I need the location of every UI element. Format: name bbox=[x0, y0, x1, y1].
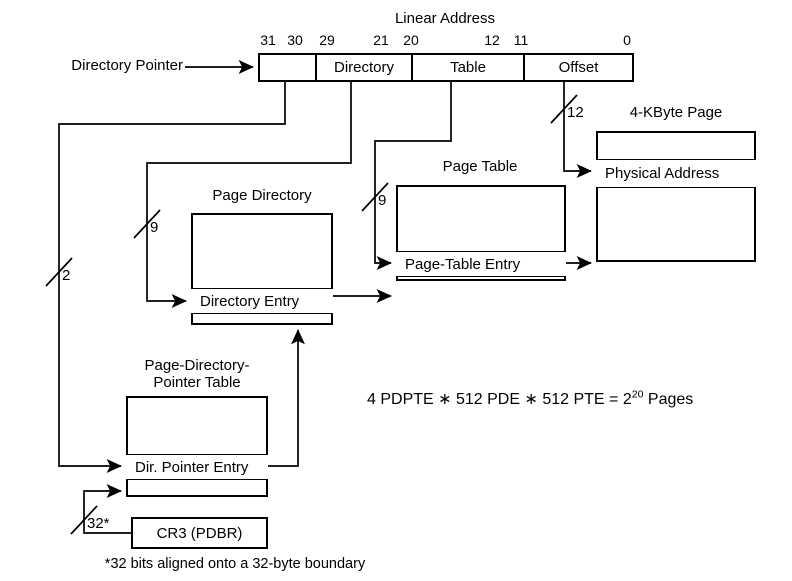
directory-pointer-label: Directory Pointer bbox=[71, 57, 183, 74]
capacity-formula: 4 PDPTE ∗ 512 PDE ∗ 512 PTE = 220 Pages bbox=[367, 388, 694, 409]
linear-address-segment-table[interactable]: Table bbox=[411, 55, 523, 80]
page-directory-box: Directory Entry bbox=[191, 213, 333, 325]
pdpt-dir-pointer-entry-cell[interactable]: Dir. Pointer Entry bbox=[126, 454, 268, 480]
bit-label-30: 30 bbox=[287, 32, 303, 48]
bit-label-20: 20 bbox=[403, 32, 419, 48]
cr3-box[interactable]: CR3 (PDBR) bbox=[131, 517, 268, 549]
bit-label-0: 0 bbox=[623, 32, 631, 48]
formula-operator-1: ∗ bbox=[438, 391, 452, 408]
bit-label-12: 12 bbox=[484, 32, 500, 48]
formula-exponent: 20 bbox=[631, 388, 644, 401]
formula-mid-1: 512 PDE bbox=[451, 391, 525, 408]
width-label-12-offset: 12 bbox=[567, 104, 584, 121]
page-table-title: Page Table bbox=[442, 158, 518, 175]
width-label-9-directory: 9 bbox=[150, 219, 159, 236]
formula-suffix: Pages bbox=[643, 391, 694, 408]
linear-address-segment-dirpointer[interactable] bbox=[260, 55, 315, 80]
formula-operator-2: ∗ bbox=[524, 391, 538, 408]
wire-dpe-to-pagedirectory bbox=[268, 329, 306, 467]
formula-prefix: 4 PDPTE bbox=[367, 391, 439, 408]
pdpt-title-line2: Pointer Table bbox=[153, 374, 241, 391]
page-table-box: Page-Table Entry bbox=[396, 185, 566, 281]
page-directory-title: Page Directory bbox=[212, 187, 312, 204]
bit-label-29: 29 bbox=[319, 32, 335, 48]
wire-offset-field bbox=[563, 81, 592, 179]
footnote-text: *32 bits aligned onto a 32-byte boundary bbox=[104, 556, 366, 572]
page-frame-title: 4-KByte Page bbox=[629, 104, 723, 121]
linear-address-segment-directory[interactable]: Directory bbox=[315, 55, 411, 80]
pdpt-title-line1: Page-Directory- bbox=[144, 357, 250, 374]
bit-label-11: 11 bbox=[513, 32, 529, 48]
pdpt-box: Dir. Pointer Entry bbox=[126, 396, 268, 497]
formula-mid-2: 512 PTE = 2 bbox=[537, 391, 632, 408]
width-label-2: 2 bbox=[62, 267, 71, 284]
bit-label-31: 31 bbox=[260, 32, 276, 48]
page-table-entry-cell[interactable]: Page-Table Entry bbox=[396, 251, 566, 277]
linear-address-box: Directory Table Offset bbox=[258, 53, 634, 82]
linear-address-title: Linear Address bbox=[394, 10, 496, 27]
width-label-32-cr3: 32* bbox=[87, 515, 110, 532]
page-frame-divider bbox=[596, 187, 756, 188]
page-frame-physical-address-cell[interactable]: Physical Address bbox=[596, 159, 756, 187]
linear-address-segment-offset[interactable]: Offset bbox=[523, 55, 632, 80]
bit-label-21: 21 bbox=[373, 32, 389, 48]
page-directory-entry-cell[interactable]: Directory Entry bbox=[191, 288, 333, 314]
page-frame-box: Physical Address bbox=[596, 131, 756, 262]
width-label-9-table: 9 bbox=[378, 192, 387, 209]
